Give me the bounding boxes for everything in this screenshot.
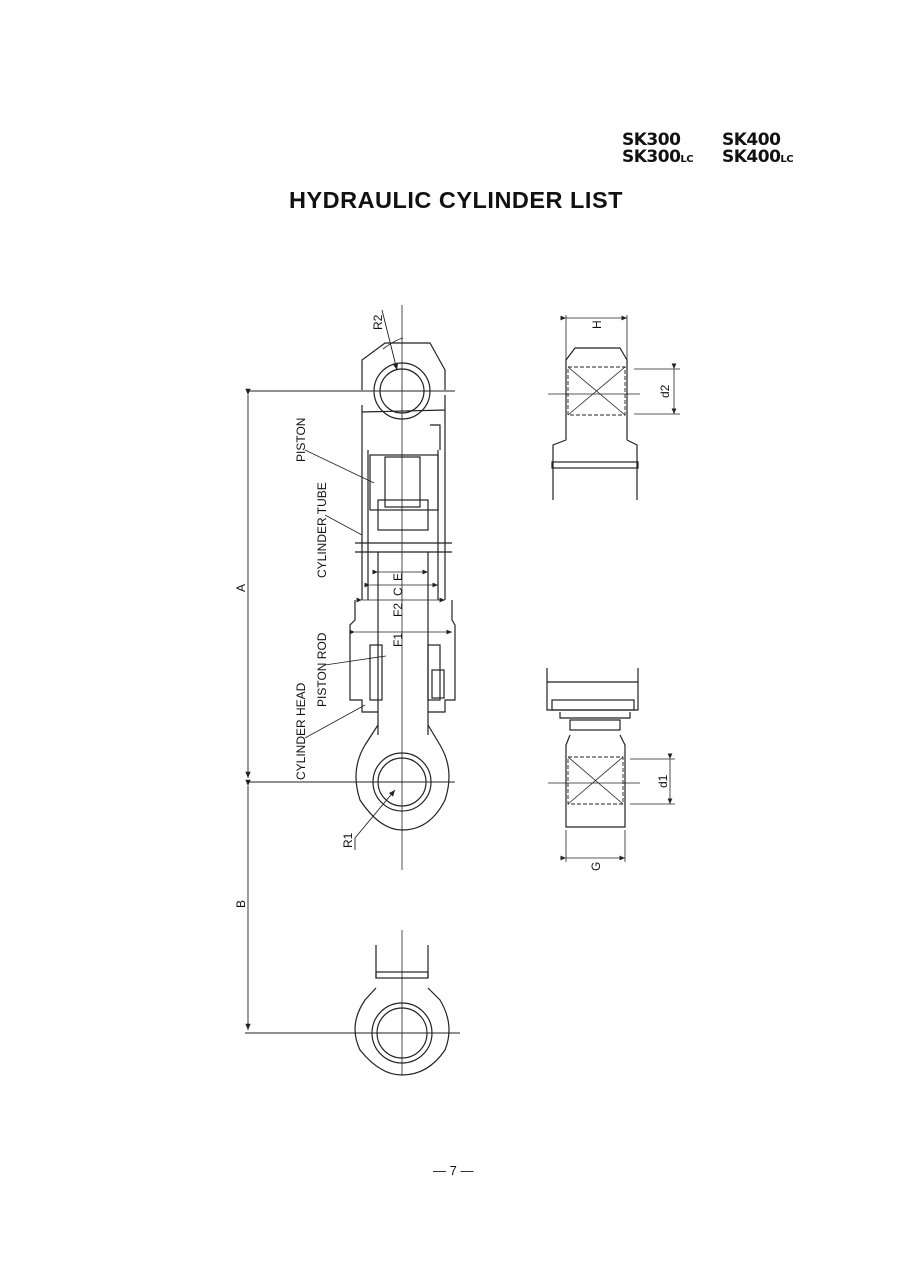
label-cylinder-tube: CYLINDER TUBE [315,482,329,578]
cylinder-main-view [248,305,456,870]
label-a: A [234,584,248,592]
model-sk400lc: SK400LC [722,147,794,167]
label-piston: PISTON [294,418,308,462]
label-r1: R1 [341,832,355,848]
label-g: G [589,862,603,871]
label-cylinder-head: CYLINDER HEAD [294,682,308,780]
page-number: — 7 — [433,1163,474,1178]
side-view-rod-end [546,668,675,862]
label-r2: R2 [371,314,385,330]
label-piston-rod: PISTON ROD [315,632,329,707]
side-view-head-end [548,315,680,500]
model-sk400: SK400 [722,130,781,150]
label-e: E [391,573,405,581]
model-list: SK300 SK400 SK300LC SK400LC [622,130,808,167]
label-f2: F2 [391,603,405,617]
label-b: B [234,900,248,908]
label-d1: d1 [656,774,670,788]
page-title: HYDRAULIC CYLINDER LIST [289,187,623,213]
label-f1: F1 [391,633,405,647]
model-sk300: SK300 [622,130,681,150]
label-h: H [590,320,604,329]
label-c: C [391,587,405,596]
label-d2: d2 [658,384,672,398]
model-sk300lc: SK300LC [622,147,694,167]
rod-eye-extended-view [354,930,450,1076]
